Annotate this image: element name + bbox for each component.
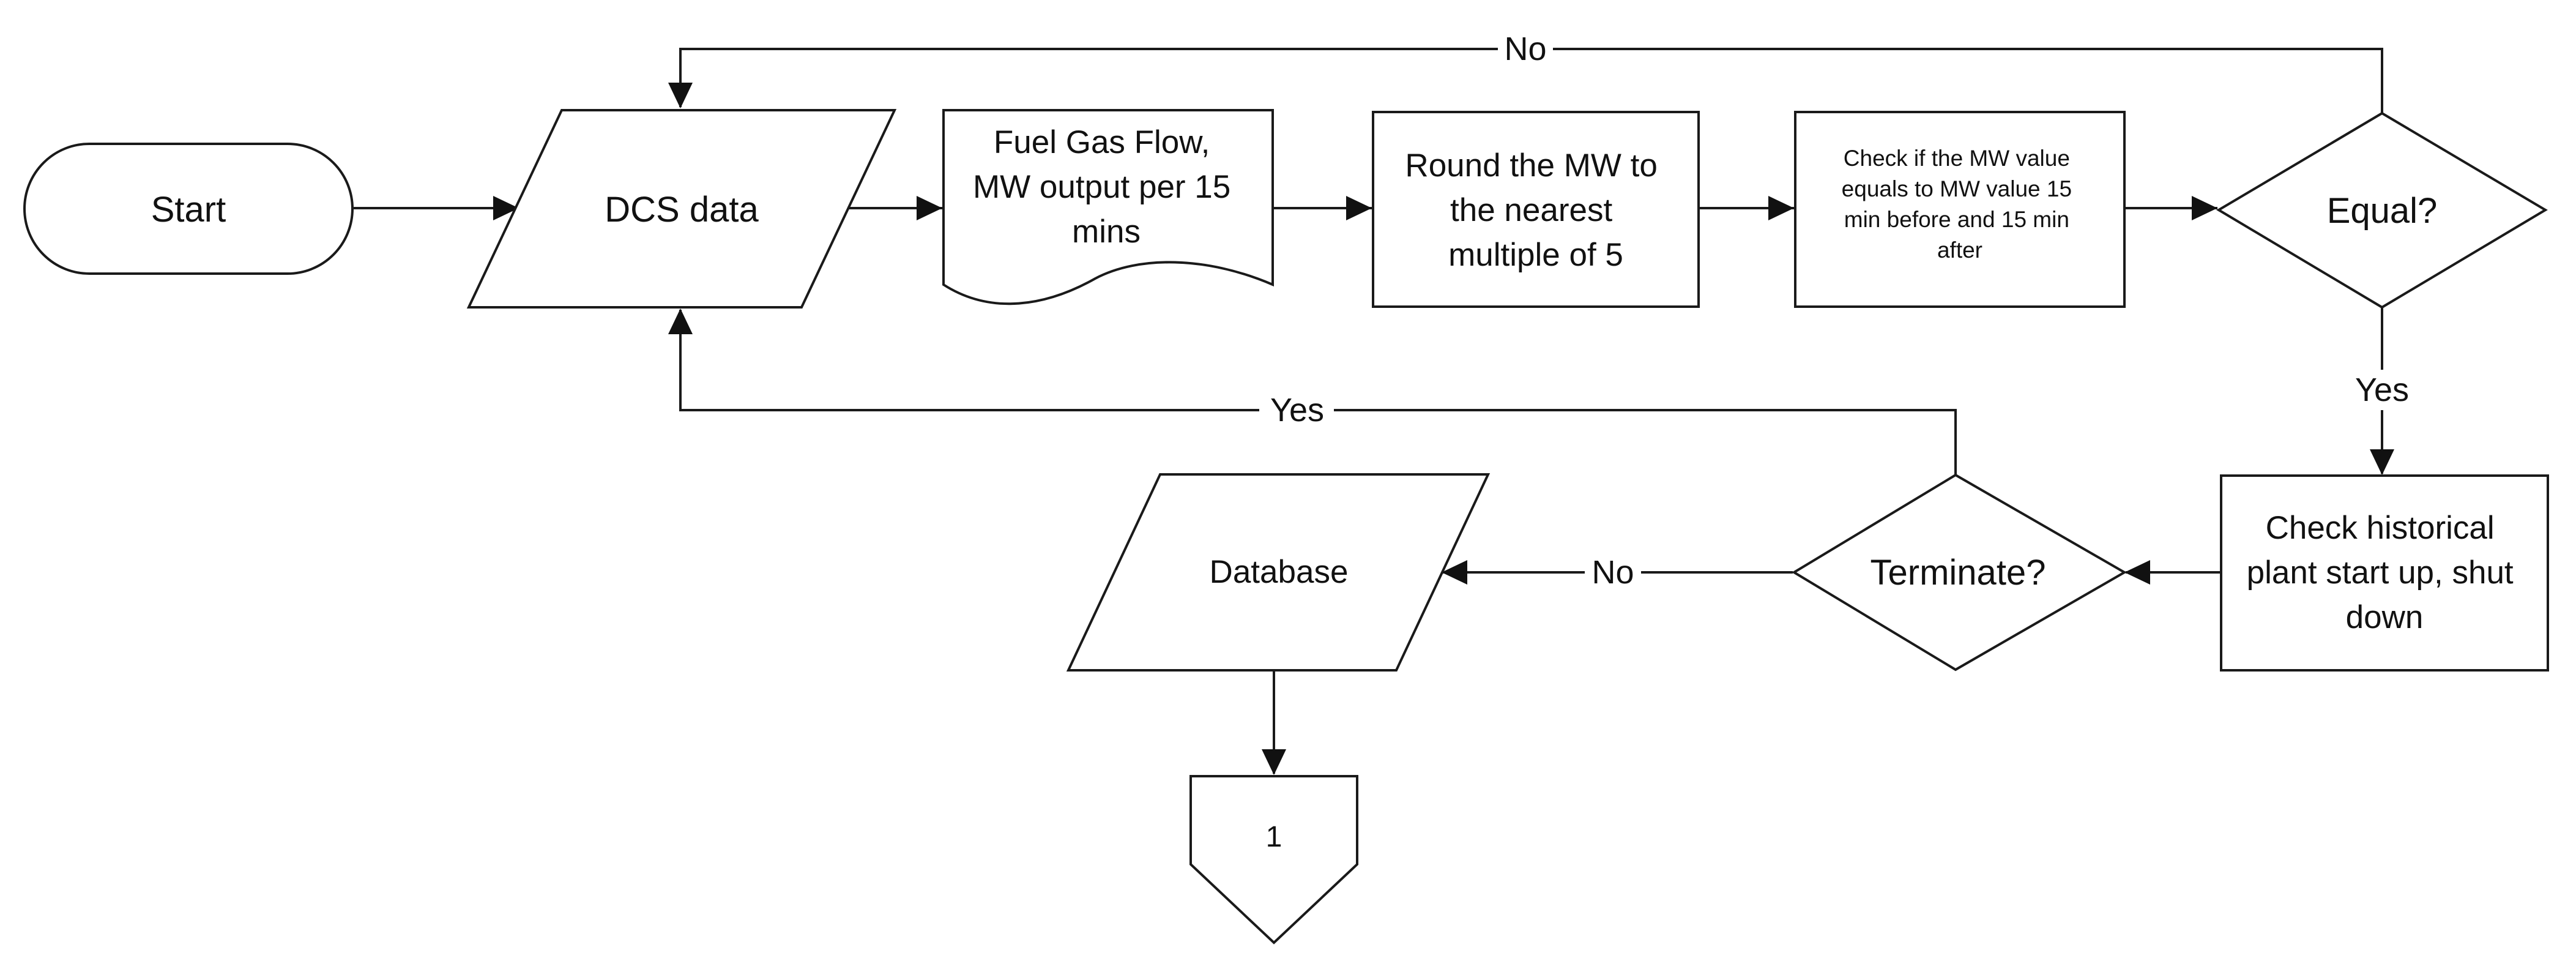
fuel-gas-document-shape <box>942 109 1274 305</box>
edge-label-equal-yes: Yes <box>2355 372 2409 408</box>
edge-label-terminate-no: No <box>1591 554 1634 591</box>
node-dcs-data: DCS data <box>466 109 897 309</box>
edge-label-terminate-yes: Yes <box>1270 392 1324 428</box>
round-mw-process-box <box>1372 111 1700 308</box>
offpage-connector-shape <box>1189 775 1358 945</box>
round-mw-label: Round the MW to the nearest multiple of … <box>1405 148 1666 273</box>
arrowhead-start-to-dcs <box>493 196 519 220</box>
arrowhead-terminate-yes-loop <box>668 309 693 334</box>
arrowhead-terminate-no <box>1442 560 1467 585</box>
arrowhead-equal-no-loop <box>668 83 693 108</box>
node-database: Database <box>1066 473 1491 672</box>
arrowhead-round-to-check <box>1768 196 1794 220</box>
dcs-data-label: DCS data <box>605 190 759 230</box>
arrowhead-check-to-equal <box>2192 196 2217 220</box>
check-historical-process-box <box>2220 474 2549 672</box>
node-equal-decision: Equal? <box>2216 111 2548 309</box>
fuel-gas-label: Fuel Gas Flow, MW output per 15 mins <box>973 124 1240 250</box>
equal-label: Equal? <box>2327 191 2438 231</box>
node-start: Start <box>23 143 354 275</box>
edge-labels: No Yes Yes No <box>1259 29 2416 592</box>
terminate-label: Terminate? <box>1871 553 2046 593</box>
node-check-historical: Check historical plant start up, shut do… <box>2220 474 2549 672</box>
database-parallelogram <box>1066 473 1491 672</box>
node-terminate-decision: Terminate? <box>1792 473 2127 672</box>
edge-label-bg-terminate-no <box>1585 553 1641 592</box>
edge-label-equal-no: No <box>1504 31 1546 67</box>
check-mw-label: Check if the MW value equals to MW value… <box>1842 146 2079 263</box>
node-round-mw: Round the MW to the nearest multiple of … <box>1372 111 1700 308</box>
arrowhead-dcs-to-fuelgas <box>917 196 942 220</box>
arrowhead-equal-yes <box>2370 449 2394 475</box>
node-offpage-connector: 1 <box>1189 775 1358 945</box>
check-mw-process-box <box>1794 111 2126 308</box>
node-fuel-gas-document: Fuel Gas Flow, MW output per 15 mins <box>942 109 1274 305</box>
edge-label-bg-equal-no <box>1498 29 1553 67</box>
edge-label-bg-equal-yes <box>2348 370 2416 410</box>
terminate-decision-diamond <box>1792 473 2127 672</box>
check-historical-label: Check historical plant start up, shut do… <box>2247 510 2523 635</box>
start-terminator-shape <box>23 143 354 275</box>
arrowhead-fuelgas-to-round <box>1346 196 1372 220</box>
arrowhead-historical-to-terminate <box>2124 560 2150 585</box>
arrowhead-database-to-connector <box>1262 749 1286 775</box>
start-label: Start <box>151 190 226 230</box>
equal-decision-diamond <box>2216 111 2548 309</box>
node-check-mw: Check if the MW value equals to MW value… <box>1794 111 2126 308</box>
dcs-data-parallelogram <box>466 109 897 309</box>
database-label: Database <box>1210 554 1349 590</box>
offpage-connector-label: 1 <box>1266 821 1282 853</box>
edge-label-bg-terminate-yes <box>1259 391 1334 430</box>
